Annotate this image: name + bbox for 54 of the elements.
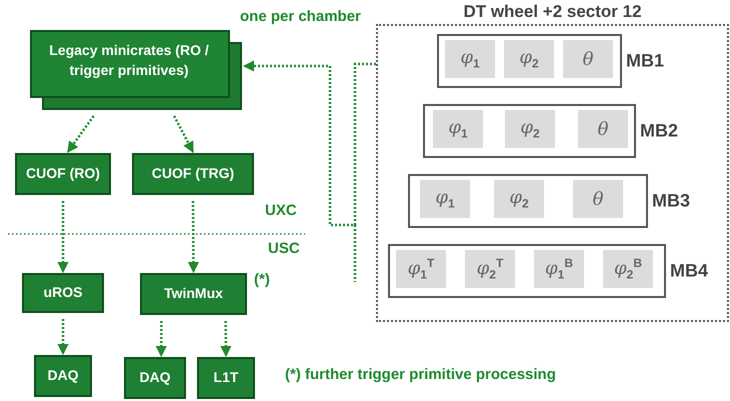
- layer-tile: [465, 250, 515, 288]
- footnote: (*) further trigger primitive processing: [285, 366, 556, 383]
- layer-tile: [603, 250, 653, 288]
- node-note: (*): [254, 271, 270, 290]
- node-label: L1T: [214, 369, 238, 387]
- layer-tile: [534, 250, 584, 288]
- layer-tile: [563, 40, 613, 78]
- dotted-arrow: [173, 115, 194, 153]
- layer-tile: [505, 110, 555, 148]
- node-label: TwinMux: [164, 285, 223, 303]
- layer-symbol: θ: [598, 118, 608, 140]
- layer-tile: [445, 40, 495, 78]
- zone-label: UXC: [265, 202, 297, 219]
- layer-symbol: φ$_{1}$: [435, 187, 455, 211]
- node-label: CUOF (RO): [26, 165, 100, 183]
- process-box: [197, 357, 255, 399]
- node-label: uROS: [44, 284, 82, 302]
- layer-tile: [573, 180, 623, 218]
- layer-symbol: φ$_{2}$: [520, 117, 540, 141]
- layer-tile: [420, 180, 470, 218]
- dotted-arrow: [188, 201, 200, 274]
- dotted-arrow: [66, 115, 95, 153]
- chamber-label: MB2: [640, 120, 678, 142]
- dotted-arrow: [156, 321, 167, 358]
- chamber-label: MB3: [652, 190, 690, 212]
- node-label: Legacy minicrates (RO / trigger primitives): [48, 41, 210, 80]
- node-label: DAQ: [139, 369, 171, 387]
- layer-symbol: φ$_{1}$: [448, 117, 468, 141]
- node-note: one per chamber: [240, 8, 361, 25]
- sector-title: DT wheel +2 sector 12: [462, 2, 643, 22]
- layer-symbol: θ: [592, 188, 604, 210]
- layer-symbol: θ: [582, 48, 594, 70]
- zone-label: USC: [268, 240, 300, 257]
- process-box: [15, 153, 111, 195]
- layer-symbol: φ$_{2}$: [519, 47, 539, 71]
- dotted-arrow: [57, 201, 69, 274]
- node-label: DAQ: [47, 367, 79, 385]
- dotted-arrow: [242, 60, 376, 226]
- layer-tile: [396, 250, 446, 288]
- layer-tile: [504, 40, 554, 78]
- process-box: [34, 355, 92, 397]
- node-label: CUOF (TRG): [152, 165, 234, 183]
- process-box: [124, 357, 186, 399]
- process-box: [22, 273, 104, 313]
- layer-symbol: φ$_{1}$: [460, 47, 480, 71]
- layer-tile: [494, 180, 544, 218]
- layer-symbol: φ$_{2}$: [509, 187, 529, 211]
- layer-tile: [433, 110, 483, 148]
- chamber-label: MB4: [670, 260, 708, 282]
- layer-tile: [578, 110, 628, 148]
- process-box: [132, 153, 254, 195]
- dotted-arrow: [220, 320, 232, 358]
- dotted-arrow: [57, 319, 69, 356]
- chamber-label: MB1: [626, 50, 664, 72]
